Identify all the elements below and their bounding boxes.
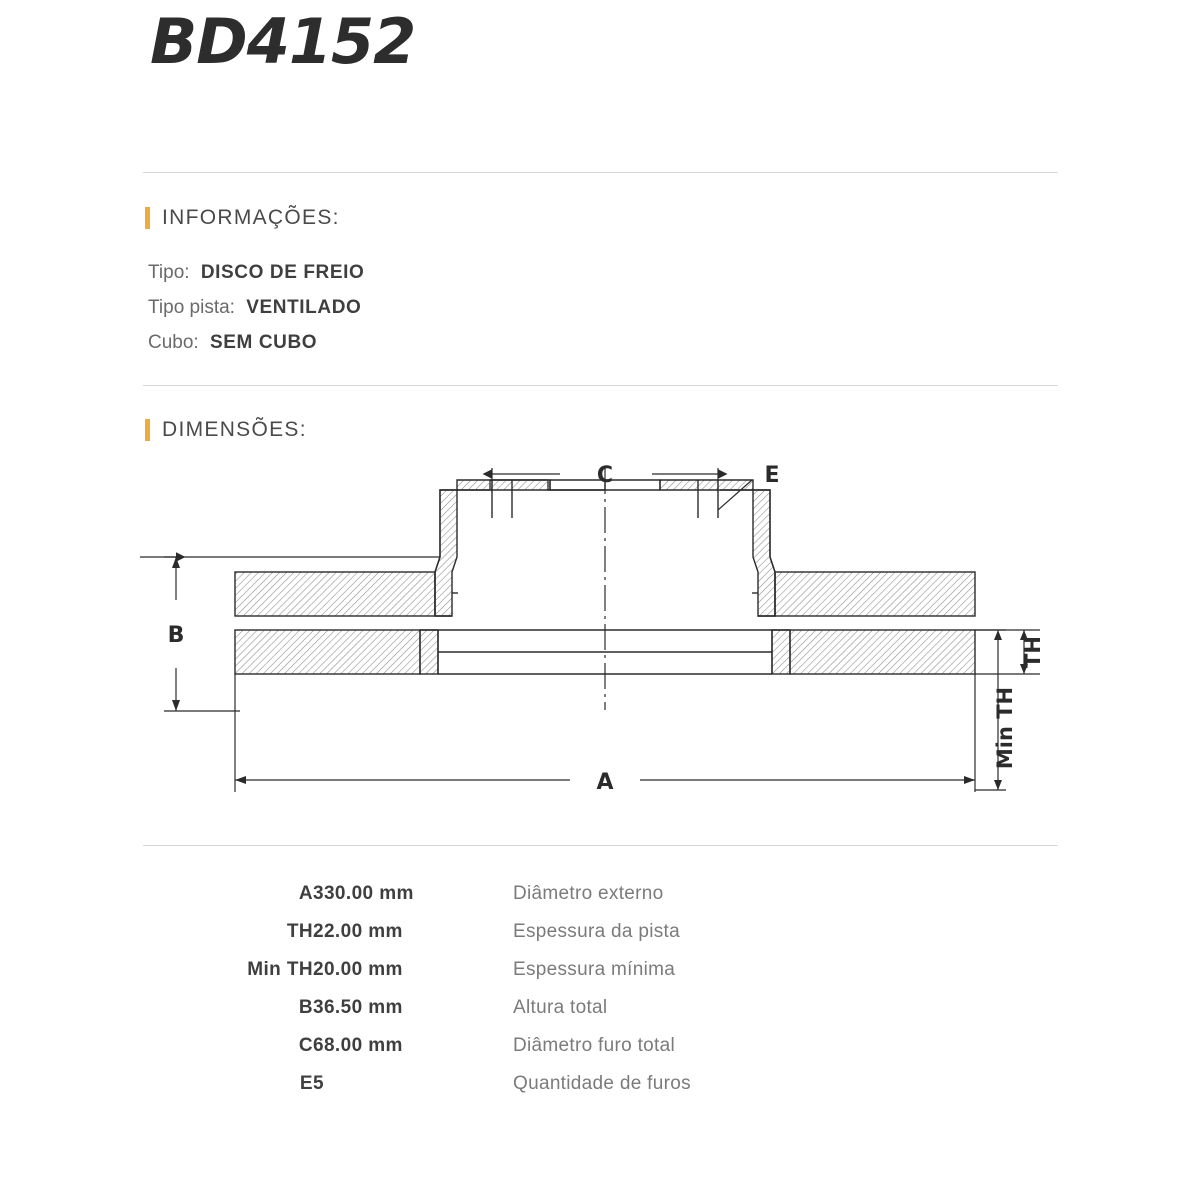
dim-code-b: B [298, 997, 313, 1018]
dimension-label-a: A [596, 770, 613, 795]
dim-desc-a: Diâmetro externo [513, 883, 664, 904]
table-row: TH 22.00 mm Espessura da pista [143, 913, 1058, 951]
dimension-th [975, 629, 1040, 675]
dim-value-e: 5 [313, 1073, 324, 1094]
table-row: Min TH 20.00 mm Espessura mínima [143, 951, 1058, 989]
dim-code-th: TH [286, 921, 313, 942]
divider-top [143, 172, 1058, 173]
dim-desc-e: Quantidade de furos [513, 1073, 691, 1094]
dim-code-c: C [298, 1035, 313, 1056]
section-header-dimensoes: DIMENSÕES: [145, 418, 307, 442]
divider-middle [143, 385, 1058, 386]
table-row: A 330.00 mm Diâmetro externo [143, 875, 1058, 913]
dim-value-c: 68.00 mm [313, 1035, 403, 1056]
dimension-label-min-th: Min TH [993, 687, 1017, 769]
dim-desc-b: Altura total [513, 997, 608, 1018]
info-value-tipo-pista: VENTILADO [246, 297, 362, 318]
accent-bar-icon [145, 419, 150, 441]
section-title-dimensoes: DIMENSÕES: [162, 418, 307, 441]
dimension-c [482, 468, 728, 492]
brake-disc-cross-section-drawing: C E B [123, 450, 1070, 840]
dim-value-a: 330.00 mm [313, 883, 414, 904]
dimension-label-b: B [168, 623, 185, 648]
info-value-tipo: DISCO DE FREIO [200, 262, 365, 283]
dimension-min-th [975, 629, 1006, 791]
dimension-label-th: TH [1021, 636, 1045, 668]
info-key-tipo: Tipo: [148, 262, 190, 283]
divider-bottom [143, 845, 1058, 846]
accent-bar-icon [145, 207, 150, 229]
disc-outline [234, 479, 976, 675]
info-row-cubo: Cubo: SEM CUBO [148, 325, 364, 360]
dim-value-min-th: 20.00 mm [313, 959, 403, 980]
dimension-label-c: C [597, 463, 613, 488]
table-row: B 36.50 mm Altura total [143, 989, 1058, 1027]
dimension-e-leader [717, 479, 753, 511]
dimensions-table: A 330.00 mm Diâmetro externo TH 22.00 mm… [143, 875, 1058, 1103]
disc-schematic-svg: C E B [123, 463, 1045, 795]
dimension-label-e: E [764, 463, 779, 488]
info-value-cubo: SEM CUBO [209, 332, 318, 353]
dim-desc-th: Espessura da pista [513, 921, 680, 942]
dim-value-th: 22.00 mm [313, 921, 403, 942]
info-key-tipo-pista: Tipo pista: [148, 297, 235, 318]
info-list: Tipo: DISCO DE FREIO Tipo pista: VENTILA… [148, 255, 364, 360]
page-title: BD4152 [150, 5, 416, 78]
table-row: C 68.00 mm Diâmetro furo total [143, 1027, 1058, 1065]
info-row-tipo-pista: Tipo pista: VENTILADO [148, 290, 364, 325]
section-header-informacoes: INFORMAÇÕES: [145, 206, 340, 230]
dim-desc-c: Diâmetro furo total [513, 1035, 675, 1056]
dim-code-min-th: Min TH [247, 959, 313, 980]
dimension-a [234, 674, 976, 792]
section-title-informacoes: INFORMAÇÕES: [162, 206, 340, 229]
table-row: E 5 Quantidade de furos [143, 1065, 1058, 1103]
info-row-tipo: Tipo: DISCO DE FREIO [148, 255, 364, 290]
dim-code-e: E [299, 1073, 313, 1094]
dim-code-a: A [298, 883, 313, 904]
dim-desc-min-th: Espessura mínima [513, 959, 676, 980]
dim-value-b: 36.50 mm [313, 997, 403, 1018]
info-key-cubo: Cubo: [148, 332, 199, 353]
